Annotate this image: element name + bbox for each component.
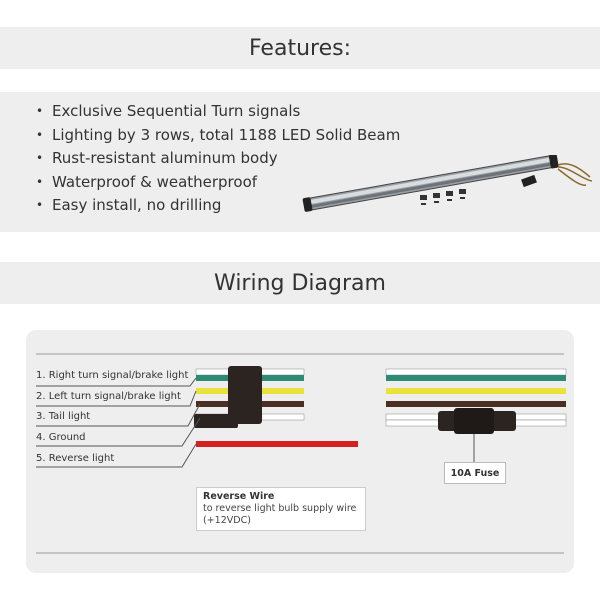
right-turn-wire-2 [386,375,566,381]
wire-label-tail: 3. Tail light [36,411,91,422]
reverse-wire-desc: to reverse light bulb supply wire [203,503,357,514]
bullet-icon: • [36,127,44,142]
features-title: Features: [248,35,351,61]
reverse-wire [196,441,358,447]
right-harness [385,368,567,462]
wire-label-left-turn: 2. Left turn signal/brake light [36,391,181,402]
feature-item: •Exclusive Sequential Turn signals [36,100,400,124]
bullet-icon: • [36,104,44,118]
feature-item: •Waterproof & weatherproof [36,171,400,195]
tail-wire-2 [386,401,566,407]
fuse-label-box: 10A Fuse [444,462,506,484]
reverse-wire-callout: Reverse Wire to reverse light bulb suppl… [196,487,366,531]
plug-connector [228,366,262,424]
feature-item: •Rust-resistant aluminum body [36,147,400,171]
plug-tab [194,414,238,428]
features-panel: •Exclusive Sequential Turn signals •Ligh… [0,92,600,232]
feature-item: •Easy install, no drilling [36,194,400,218]
left-turn-wire-2 [386,388,566,394]
wiring-title: Wiring Diagram [214,270,386,296]
features-list: •Exclusive Sequential Turn signals •Ligh… [36,100,400,218]
wiring-header: Wiring Diagram [0,262,600,304]
leader-lines [36,377,201,468]
fuse-label: 10A Fuse [450,467,500,479]
bullet-icon: • [36,198,44,212]
reverse-wire-title: Reverse Wire [203,491,275,502]
led-light-bar-image [302,155,593,212]
feature-item: •Lighting by 3 rows, total 1188 LED Soli… [36,124,400,148]
wire-label-ground: 4. Ground [36,432,86,443]
bullet-icon: • [36,151,44,165]
wire-label-reverse: 5. Reverse light [36,453,115,464]
reverse-wire-voltage: (+12VDC) [203,515,251,526]
features-header: Features: [0,27,600,69]
wire-label-right-turn: 1. Right turn signal/brake light [36,370,189,381]
bullet-icon: • [36,174,44,189]
left-harness [194,366,358,447]
